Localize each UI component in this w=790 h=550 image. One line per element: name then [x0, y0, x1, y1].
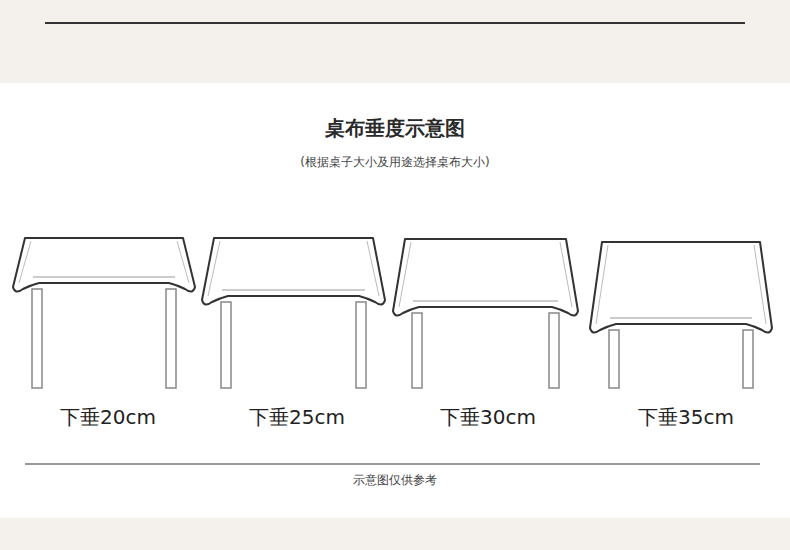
cloth-fold	[367, 241, 379, 296]
drop-length-label: 下垂25cm	[249, 404, 345, 431]
table-leg	[32, 289, 42, 388]
table-leg	[743, 330, 753, 388]
cloth-hem	[33, 277, 175, 278]
drop-length-label: 下垂35cm	[638, 404, 734, 431]
cloth-fold	[560, 242, 572, 307]
subtitle-note: (根据桌子大小及用途选择桌布大小)	[300, 154, 489, 171]
table-leg	[221, 302, 231, 388]
cloth-hem	[413, 301, 558, 302]
table-leg	[166, 289, 176, 388]
table-leg	[609, 330, 619, 388]
tablecloth	[202, 238, 385, 305]
diagram-title: 桌布垂度示意图	[325, 115, 465, 142]
bottom-band	[0, 518, 790, 550]
tables-group	[13, 238, 772, 388]
cloth-fold	[754, 245, 766, 324]
drop-length-label: 下垂30cm	[440, 404, 536, 431]
cloth-fold	[208, 241, 220, 296]
tablecloth	[590, 242, 772, 333]
cloth-fold	[399, 242, 411, 307]
table-leg	[549, 313, 559, 388]
tablecloth	[13, 238, 195, 292]
top-rule	[45, 22, 745, 24]
drop-length-label: 下垂20cm	[60, 404, 156, 431]
cloth-fold	[177, 241, 189, 283]
table-leg	[356, 302, 366, 388]
cloth-hem	[610, 318, 752, 319]
top-band	[0, 0, 790, 83]
table-leg	[412, 313, 422, 388]
tablecloth	[393, 239, 578, 316]
divider-line	[25, 463, 760, 465]
cloth-fold	[596, 245, 608, 324]
footnote-caption: 示意图仅供参考	[353, 472, 437, 489]
cloth-fold	[19, 241, 31, 283]
cloth-hem	[222, 290, 365, 291]
